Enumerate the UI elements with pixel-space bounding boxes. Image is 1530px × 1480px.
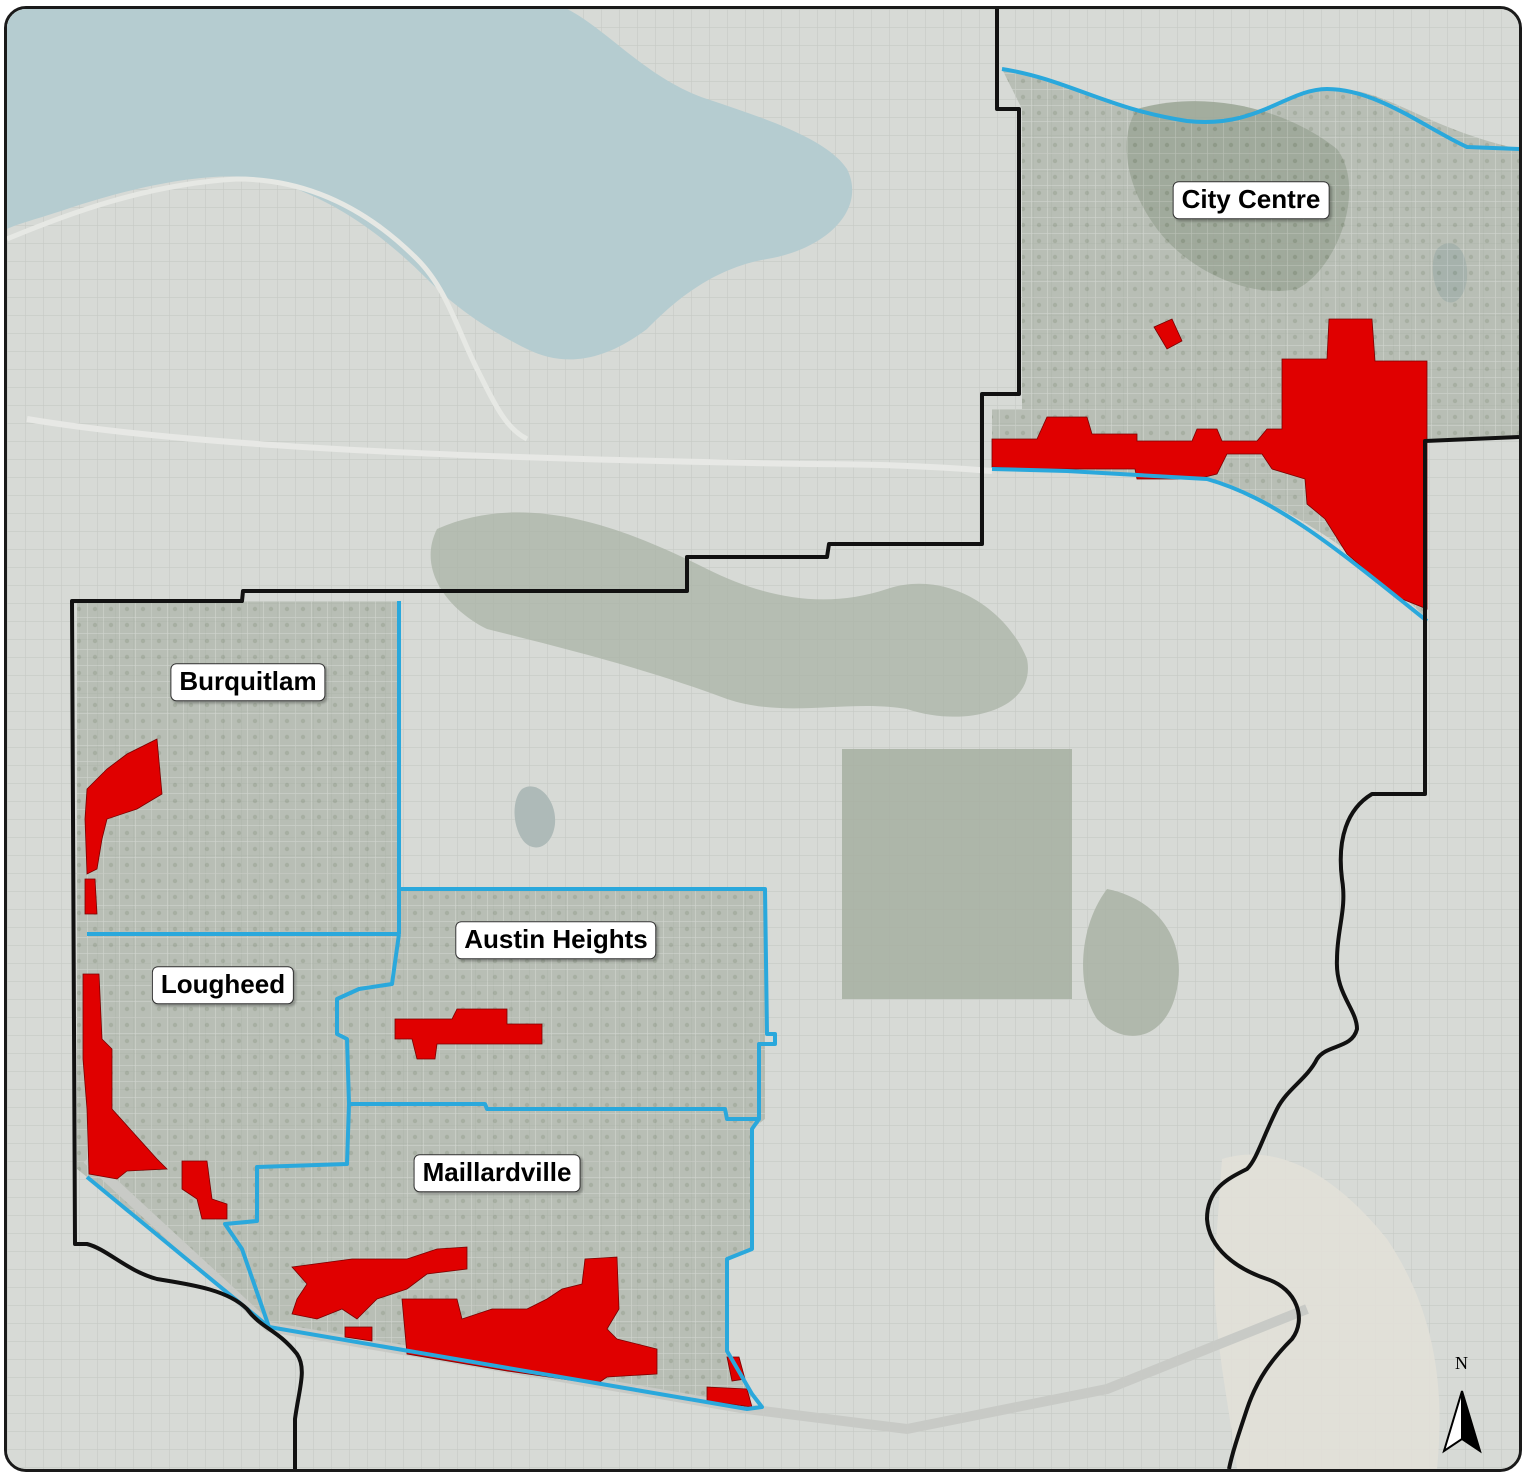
boundary-austin-heights	[335, 887, 777, 1121]
map-frame: City Centre Burquitlam Lougheed Austin H…	[4, 6, 1522, 1472]
forest-large-park	[842, 749, 1072, 999]
city-boundary-east	[1205, 435, 1519, 1469]
city-boundary	[70, 9, 1021, 1469]
parcels-burquitlam-strip[interactable]	[84, 738, 163, 875]
forest-central	[430, 512, 1028, 717]
boundary-city-centre-north	[1001, 67, 1519, 151]
river-flats	[1214, 1154, 1440, 1469]
lake-small	[514, 786, 556, 848]
boundary-maillardville	[223, 1103, 764, 1411]
map-canvas[interactable]	[7, 9, 1519, 1469]
parcels-lougheed-strip[interactable]	[82, 973, 168, 1180]
highway-south	[83, 1155, 1309, 1435]
area-label-burquitlam[interactable]: Burquitlam	[170, 663, 326, 701]
forest-east	[1083, 889, 1179, 1036]
parcel-maillardville-sw[interactable]	[344, 1326, 373, 1342]
parcels-burquitlam-lower[interactable]	[84, 878, 98, 915]
area-label-city-centre[interactable]: City Centre	[1172, 181, 1330, 219]
neighbourhood-boundaries	[85, 67, 1519, 1411]
north-arrow-icon	[1442, 1390, 1482, 1454]
imagery-west-neighbourhoods	[77, 601, 765, 1407]
inlet-water	[7, 9, 853, 360]
area-label-maillardville[interactable]: Maillardville	[413, 1154, 581, 1192]
parcels-city-centre-main[interactable]	[991, 318, 1428, 610]
parcels-austin-heights[interactable]	[394, 1008, 543, 1060]
north-arrow-label: N	[1455, 1353, 1468, 1373]
parcels-maillardville-west[interactable]	[291, 1246, 468, 1320]
highlighted-parcels[interactable]	[82, 318, 1428, 1408]
parcels-lougheed-south[interactable]	[181, 1160, 228, 1220]
area-label-austin-heights[interactable]: Austin Heights	[455, 921, 657, 959]
boundary-city-centre-south	[991, 467, 1429, 623]
area-label-lougheed[interactable]: Lougheed	[151, 966, 295, 1004]
inlet-shore	[7, 176, 529, 442]
highway-lougheed	[26, 416, 993, 474]
parcel-city-centre-small[interactable]	[1153, 318, 1183, 350]
